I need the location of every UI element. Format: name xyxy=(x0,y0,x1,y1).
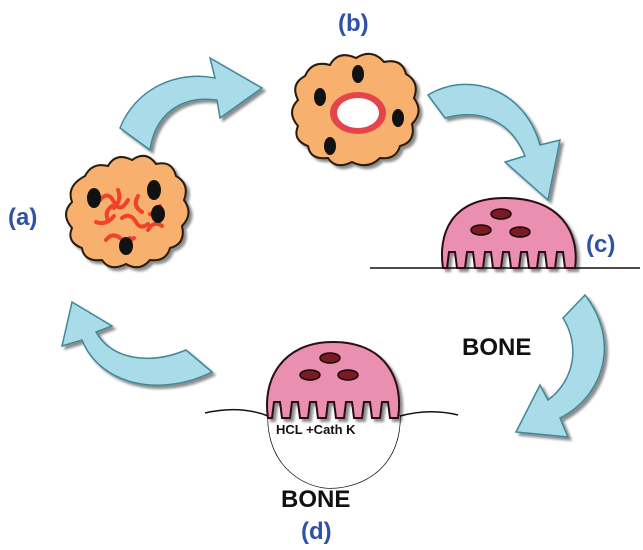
vacuole xyxy=(330,92,386,134)
label-step-c: (c) xyxy=(586,231,615,259)
label-bone-d: BONE xyxy=(281,486,350,514)
arrow-d-to-a xyxy=(62,302,212,385)
arrow-c-to-d xyxy=(516,295,604,437)
label-step-d: (d) xyxy=(301,518,332,546)
arrow-b-to-c xyxy=(428,84,560,200)
label-enzymes: HCL +Cath K xyxy=(276,422,356,437)
osteoclast-icon xyxy=(442,198,576,268)
label-step-a: (a) xyxy=(8,204,37,232)
label-bone-c: BONE xyxy=(462,334,531,362)
arrow-a-to-b xyxy=(120,58,262,150)
label-step-b: (b) xyxy=(338,10,369,38)
